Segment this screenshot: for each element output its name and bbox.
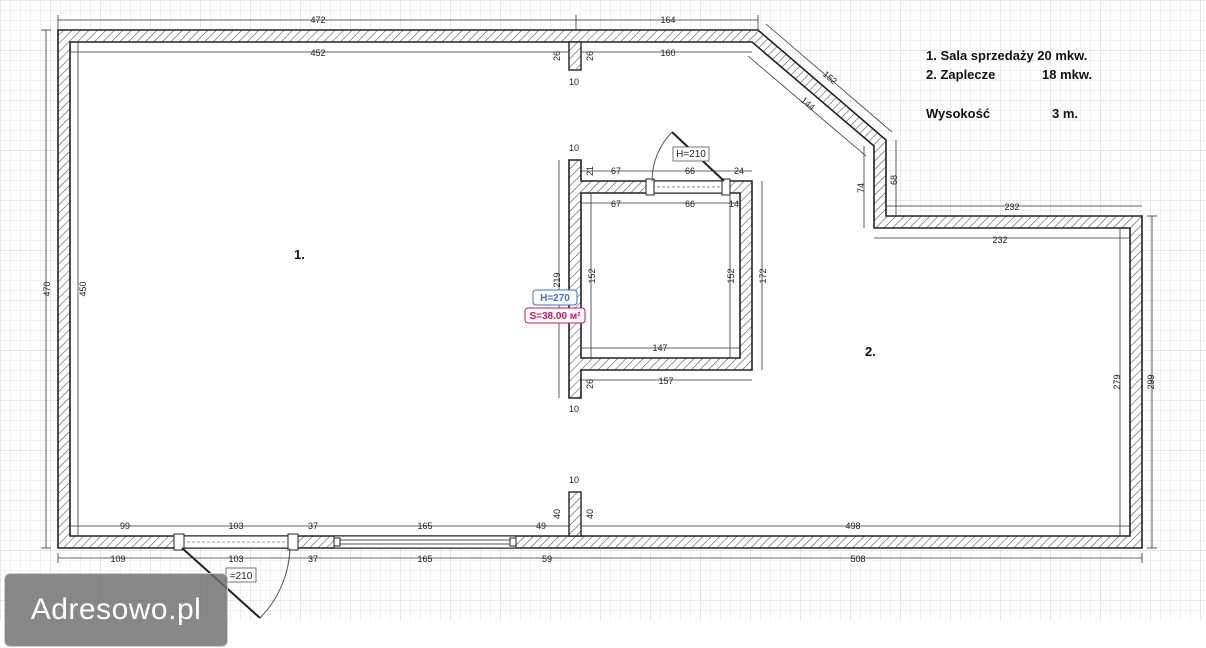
- dim-core-67a: 67: [611, 166, 621, 176]
- dim-right-top-outer: 232: [1004, 202, 1019, 212]
- area-tag: S=38.00 м²: [529, 311, 581, 322]
- dim-stub2-40b: 40: [585, 509, 595, 519]
- dim-core-66a: 66: [685, 166, 695, 176]
- room-label-1: 1.: [294, 247, 305, 262]
- top-wall-stub: [568, 41, 582, 71]
- dim-core-152b: 152: [726, 268, 736, 283]
- dim-bottom-165a: 165: [417, 521, 432, 531]
- room-label-2: 2.: [865, 344, 876, 359]
- dim-core-152a: 152: [587, 268, 597, 283]
- dim-core-147: 147: [652, 343, 667, 353]
- dim-core-172: 172: [758, 268, 768, 283]
- dim-core-14: 14: [729, 199, 739, 209]
- dim-bottom-37a: 37: [308, 521, 318, 531]
- legend-height-label: Wysokość: [926, 106, 990, 121]
- dim-core-157: 157: [658, 376, 673, 386]
- dim-core-24: 24: [734, 166, 744, 176]
- dim-right-top-inner: 232: [992, 235, 1007, 245]
- dim-top-inner-right: 160: [660, 48, 675, 58]
- door-bottom-tag: =210: [230, 571, 253, 582]
- door-top-tag-box: [672, 146, 710, 162]
- dim-core-21: 21: [585, 166, 595, 176]
- dim-bottom-109: 109: [110, 554, 125, 564]
- dim-top-outer-left: 472: [310, 15, 325, 25]
- dim-bottom-103a: 103: [228, 521, 243, 531]
- dim-core-219: 219: [552, 272, 562, 287]
- legend-line-2-label: 2. Zaplecze: [926, 67, 995, 82]
- watermark-logo: Adresowo.pl: [4, 573, 228, 647]
- dim-step-inner: 74: [856, 183, 866, 193]
- dim-bottom-59: 59: [542, 554, 552, 564]
- height-tag-box: [532, 289, 578, 306]
- room-area: [70, 42, 1130, 536]
- dim-top-outer-right: 164: [660, 15, 675, 25]
- dim-stub-right: 26: [585, 51, 595, 61]
- area-tag-box: [524, 307, 586, 324]
- dim-bottom-99: 99: [120, 521, 130, 531]
- dim-bottom-103b: 103: [228, 554, 243, 564]
- dim-left-inner: 450: [78, 281, 88, 296]
- dim-core-bottom-width: 10: [569, 404, 579, 414]
- dim-step-outer: 68: [889, 175, 899, 185]
- dim-stub-width: 10: [569, 77, 579, 87]
- dim-bottom-37b: 37: [308, 554, 318, 564]
- dim-core-67b: 67: [611, 199, 621, 209]
- dim-core-26: 26: [585, 379, 595, 389]
- shop-window: [333, 535, 517, 549]
- dim-bottom-165b: 165: [417, 554, 432, 564]
- bottom-wall-stub: [568, 491, 582, 537]
- dim-core-top-width: 10: [569, 143, 579, 153]
- dim-core-66b: 66: [685, 199, 695, 209]
- legend-height-value: 3 m.: [1052, 106, 1078, 121]
- dim-stub2-width: 10: [569, 475, 579, 485]
- dim-stub-left: 26: [552, 51, 562, 61]
- dim-right-outer: 299: [1146, 374, 1156, 389]
- dim-stub2-40a: 40: [552, 509, 562, 519]
- dim-bottom-498: 498: [845, 521, 860, 531]
- dim-left-outer: 470: [42, 281, 52, 296]
- dim-top-inner-left: 452: [310, 48, 325, 58]
- legend-line-2-value: 18 mkw.: [1042, 67, 1092, 82]
- legend-line-1: 1. Sala sprzedaży 20 mkw.: [926, 48, 1087, 63]
- dim-bottom-49: 49: [536, 521, 546, 531]
- dim-right-inner: 279: [1112, 374, 1122, 389]
- height-tag: H=270: [540, 293, 570, 304]
- dim-bottom-508: 508: [850, 554, 865, 564]
- dimension-labels: 472 164 452 160 26 26 10 152 144 74 68 2…: [42, 15, 1156, 564]
- door-top-tag: H=210: [676, 149, 706, 160]
- dimension-lines: [41, 15, 1157, 563]
